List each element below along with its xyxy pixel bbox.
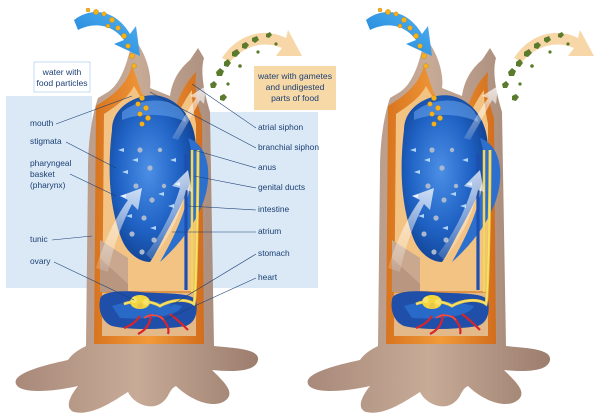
leader-stomach [169,253,257,307]
leader-branchial-siphon [149,91,257,149]
leader-pharynx [69,173,117,197]
label-genital-ducts: genital ducts [258,182,305,192]
label-anus: anus [258,162,276,172]
label-stigmata: stigmata [30,136,62,146]
leader-mouth [55,95,133,125]
label-stomach: stomach [258,248,290,258]
leader-anus [193,149,257,169]
leader-tunic [51,235,93,241]
inflow-callout-line1: water with [42,67,82,77]
label-branchial-siphon: branchial siphon [258,142,319,152]
leader-stigmata [65,141,117,169]
leader-ovary [53,261,135,301]
left-labels: mouth stigmata pharyngeal basket (pharyn… [30,95,135,301]
label-atrial-siphon: atrial siphon [258,122,304,132]
leader-heart [163,277,257,321]
outflow-callout-line2: and undigested [266,82,325,92]
leader-intestine [187,205,257,211]
outflow-callout-line3: parts of food [271,93,319,103]
leader-atrial-siphon [191,83,257,129]
label-intestine: intestine [258,204,290,214]
label-mouth: mouth [30,118,54,128]
left-label-panel [6,96,92,288]
label-tunic: tunic [30,234,48,244]
label-basket: basket [30,169,55,179]
outflow-callout-line1: water with gametes [257,71,332,81]
label-pharyngeal: pharyngeal [30,158,72,168]
label-pharynx: (pharynx) [30,180,66,190]
inflow-callout-line2: food particles [36,78,87,88]
outflow-callout-box [254,66,336,110]
right-label-panel [200,112,318,288]
ascidian-unlabeled [306,6,596,415]
label-heart: heart [258,272,278,282]
leader-genital-ducts [193,175,257,189]
label-atrium: atrium [258,226,281,236]
inflow-callout-box [33,61,91,93]
right-labels: atrial siphon branchial siphon anus geni… [149,83,319,321]
label-ovary: ovary [30,256,51,266]
